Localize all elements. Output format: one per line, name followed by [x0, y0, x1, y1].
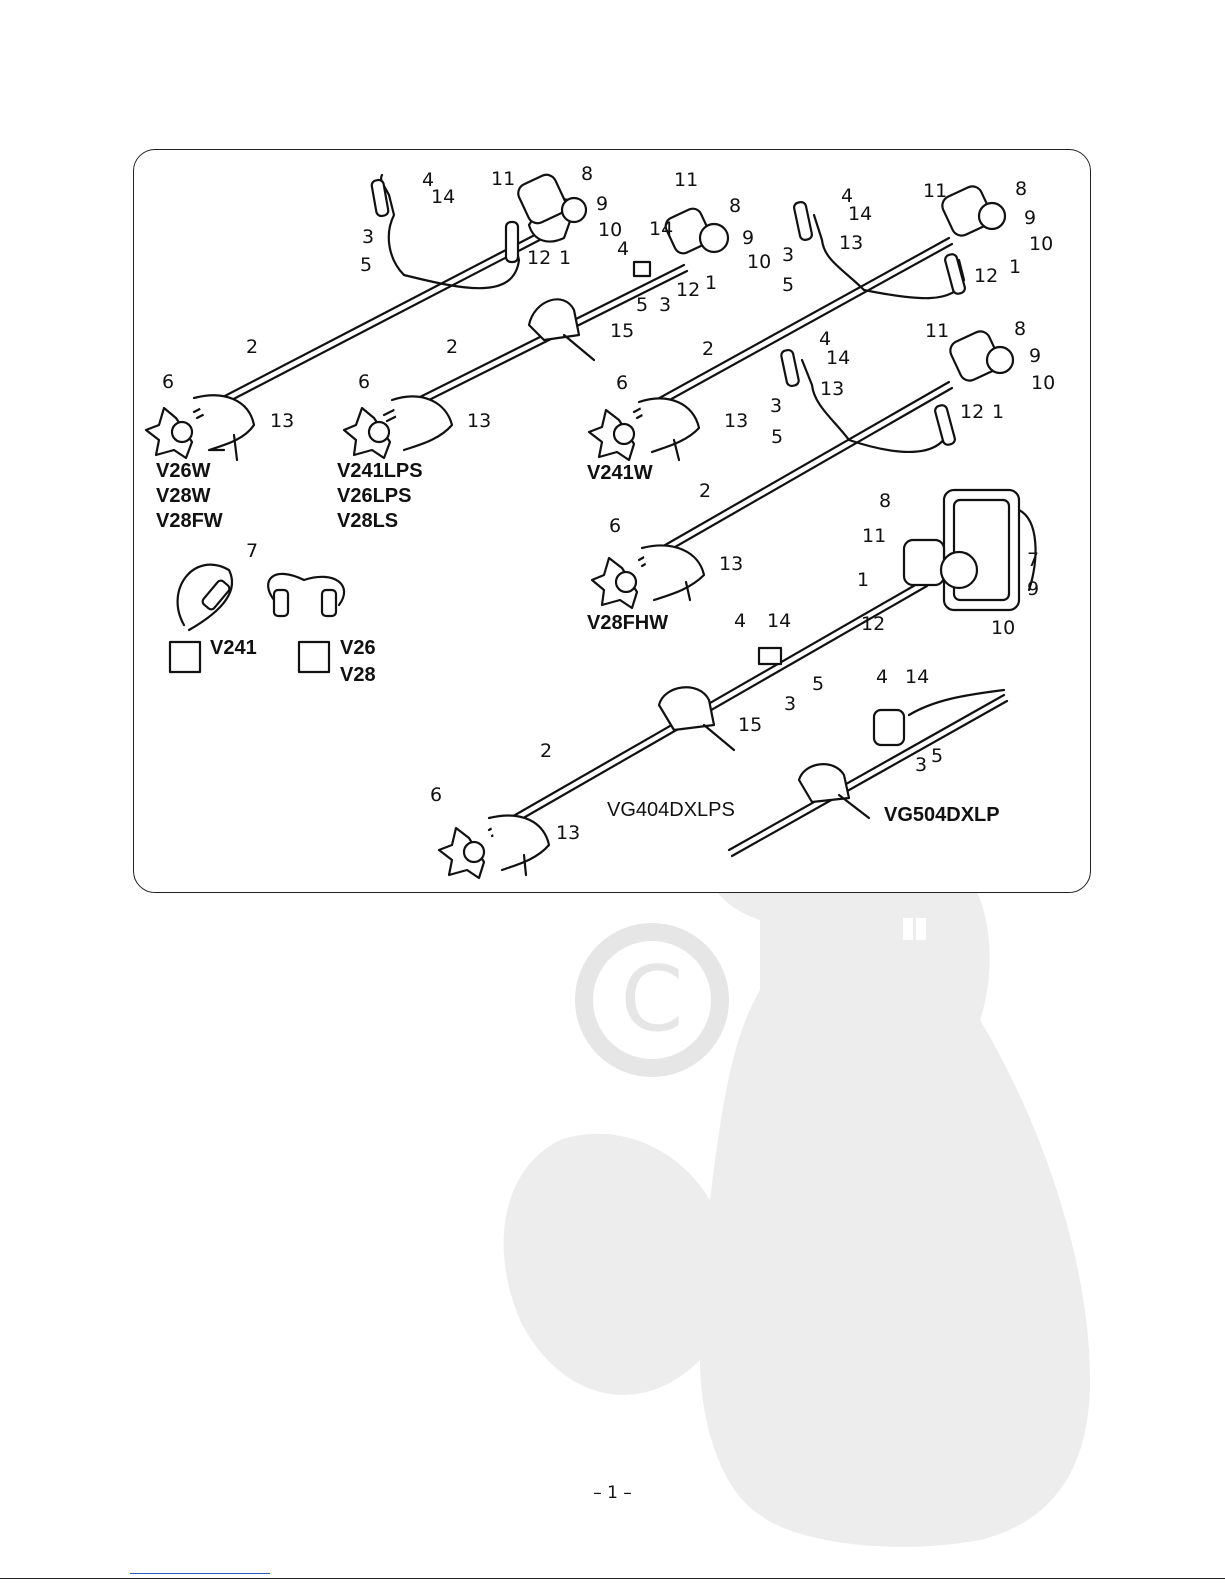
footer-divider	[0, 1578, 1225, 1579]
callout-9: 9	[1029, 347, 1041, 366]
callout-1: 1	[857, 571, 869, 590]
callout-7: 7	[1027, 551, 1039, 570]
model-label-v28fhw: V28FHW	[587, 610, 668, 636]
page-number: – 1 –	[0, 1483, 1225, 1503]
callout-10: 10	[1029, 235, 1053, 254]
callout-12: 12	[974, 267, 998, 286]
callout-5: 5	[771, 428, 783, 447]
callout-1: 1	[992, 403, 1004, 422]
callout-3: 3	[915, 756, 927, 775]
callout-8: 8	[879, 492, 891, 511]
callout-14: 14	[431, 188, 455, 207]
callout-6: 6	[358, 373, 370, 392]
callout-3: 3	[362, 228, 374, 247]
callout-11: 11	[491, 170, 515, 189]
model-label-v26lps: V26LPS	[337, 483, 411, 509]
model-label-v241w: V241W	[587, 460, 653, 486]
callout-15: 15	[610, 322, 634, 341]
callout-2: 2	[540, 742, 552, 761]
callout-13: 13	[556, 824, 580, 843]
callout-14: 14	[848, 205, 872, 224]
callout-12: 12	[527, 249, 551, 268]
callout-4: 4	[734, 612, 746, 631]
callout-11: 11	[923, 182, 947, 201]
callout-1: 1	[1009, 258, 1021, 277]
callout-5: 5	[360, 256, 372, 275]
callout-2: 2	[446, 338, 458, 357]
harness-label-v28: V28	[340, 662, 376, 688]
callout-5: 5	[636, 296, 648, 315]
callout-10: 10	[991, 619, 1015, 638]
model-label-v28fw: V28FW	[156, 508, 223, 534]
callout-14: 14	[649, 220, 673, 239]
callout-9: 9	[596, 195, 608, 214]
callout-3: 3	[784, 695, 796, 714]
callout-3: 3	[770, 397, 782, 416]
callout-3: 3	[782, 246, 794, 265]
model-label-v28ls: V28LS	[337, 508, 398, 534]
callout-11: 11	[925, 322, 949, 341]
harness-label-v26: V26	[340, 635, 376, 661]
callout-4: 4	[876, 668, 888, 687]
harness-label-v241: V241	[210, 635, 257, 661]
callout-7: 7	[246, 542, 258, 561]
callout-2: 2	[699, 482, 711, 501]
callout-1: 1	[705, 274, 717, 293]
callout-13: 13	[839, 234, 863, 253]
model-label-vg504dxlp: VG504DXLP	[884, 802, 1000, 828]
model-label-v241lps: V241LPS	[337, 458, 423, 484]
unit-f-drawing	[729, 690, 1007, 856]
callout-6: 6	[616, 374, 628, 393]
callout-13: 13	[270, 412, 294, 431]
callout-14: 14	[826, 349, 850, 368]
callout-2: 2	[246, 338, 258, 357]
callout-8: 8	[1014, 320, 1026, 339]
callout-11: 11	[674, 171, 698, 190]
callout-13: 13	[724, 412, 748, 431]
callout-13: 13	[820, 380, 844, 399]
model-label-v26w: V26W	[156, 458, 210, 484]
callout-14: 14	[767, 612, 791, 631]
callout-9: 9	[742, 229, 754, 248]
callout-5: 5	[931, 747, 943, 766]
callout-12: 12	[676, 281, 700, 300]
callout-5: 5	[782, 276, 794, 295]
callout-15: 15	[738, 716, 762, 735]
svg-text:C: C	[621, 947, 684, 1052]
callout-10: 10	[1031, 374, 1055, 393]
callout-14: 14	[905, 668, 929, 687]
parts-diagram-frame: 4 14 3 5 11 8 9 10 12 1 2 6 13 11 8 9 10…	[133, 149, 1091, 893]
callout-13: 13	[467, 412, 491, 431]
model-label-vg404dxlps: VG404DXLPS	[607, 797, 735, 823]
model-label-v28w: V28W	[156, 483, 210, 509]
callout-2: 2	[702, 340, 714, 359]
callout-8: 8	[1015, 180, 1027, 199]
callout-4: 4	[617, 240, 629, 259]
callout-6: 6	[162, 373, 174, 392]
callout-9: 9	[1024, 209, 1036, 228]
callout-11: 11	[862, 527, 886, 546]
callout-10: 10	[747, 253, 771, 272]
footer-link-underline	[130, 1573, 270, 1574]
callout-13: 13	[719, 555, 743, 574]
callout-6: 6	[609, 517, 621, 536]
callout-8: 8	[729, 197, 741, 216]
callout-1: 1	[559, 249, 571, 268]
callout-3: 3	[659, 296, 671, 315]
callout-9: 9	[1027, 580, 1039, 599]
callout-12: 12	[960, 403, 984, 422]
callout-6: 6	[430, 786, 442, 805]
callout-5: 5	[812, 675, 824, 694]
callout-12: 12	[861, 615, 885, 634]
callout-8: 8	[581, 165, 593, 184]
harness-drawings	[170, 565, 344, 672]
